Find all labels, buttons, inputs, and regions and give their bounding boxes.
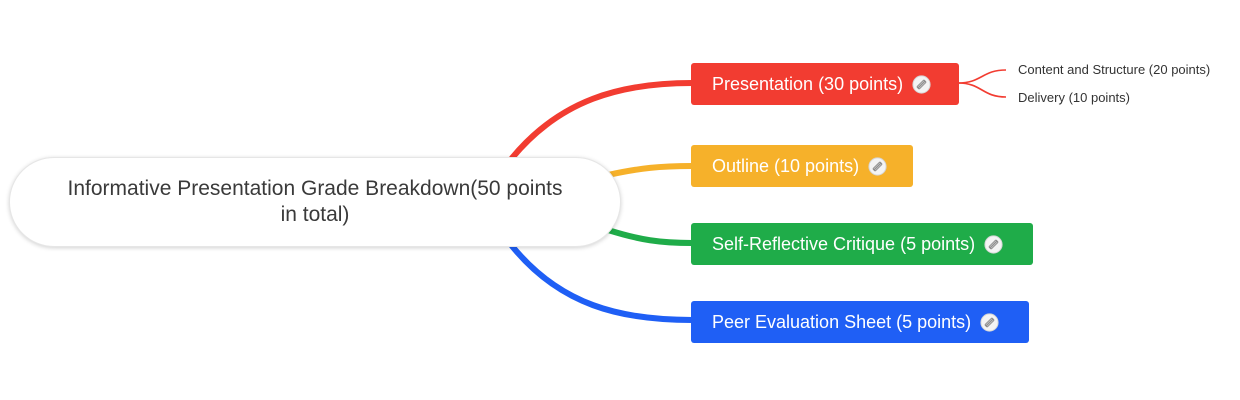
note-icon[interactable] <box>980 312 999 332</box>
branch-outline-label: Outline (10 points) <box>712 155 860 176</box>
connector-self-reflective <box>605 227 695 246</box>
central-topic-line-1: Informative Presentation Grade Breakdown… <box>67 177 563 200</box>
branch-peer-evaluation-sheet-label: Peer Evaluation Sheet (5 points) <box>712 311 972 332</box>
note-icon[interactable] <box>912 74 931 94</box>
note-icon[interactable] <box>984 234 1003 254</box>
central-topic-line-2: in total) <box>280 203 350 226</box>
connector-delivery <box>957 82 1007 98</box>
note-icon[interactable] <box>868 156 887 176</box>
branch-outline[interactable]: Outline (10 points) <box>691 145 913 187</box>
subtopic-content-structure[interactable]: Content and Structure (20 points) <box>1018 62 1211 77</box>
connector-outline <box>605 163 695 178</box>
central-topic[interactable]: Informative Presentation Grade Breakdown… <box>9 157 621 247</box>
central-topic-label: Informative Presentation Grade Breakdown… <box>68 176 563 228</box>
connector-content-structure <box>957 69 1007 84</box>
branch-self-reflective-critique[interactable]: Self-Reflective Critique (5 points) <box>691 223 1033 265</box>
branch-self-reflective-critique-label: Self-Reflective Critique (5 points) <box>712 233 976 254</box>
connector-presentation <box>509 80 695 161</box>
branch-peer-evaluation-sheet[interactable]: Peer Evaluation Sheet (5 points) <box>691 301 1029 343</box>
branch-presentation[interactable]: Presentation (30 points) <box>691 63 959 105</box>
branch-presentation-label: Presentation (30 points) <box>712 73 904 94</box>
subtopic-delivery[interactable]: Delivery (10 points) <box>1018 90 1130 105</box>
connector-peer-evaluation <box>509 243 695 323</box>
